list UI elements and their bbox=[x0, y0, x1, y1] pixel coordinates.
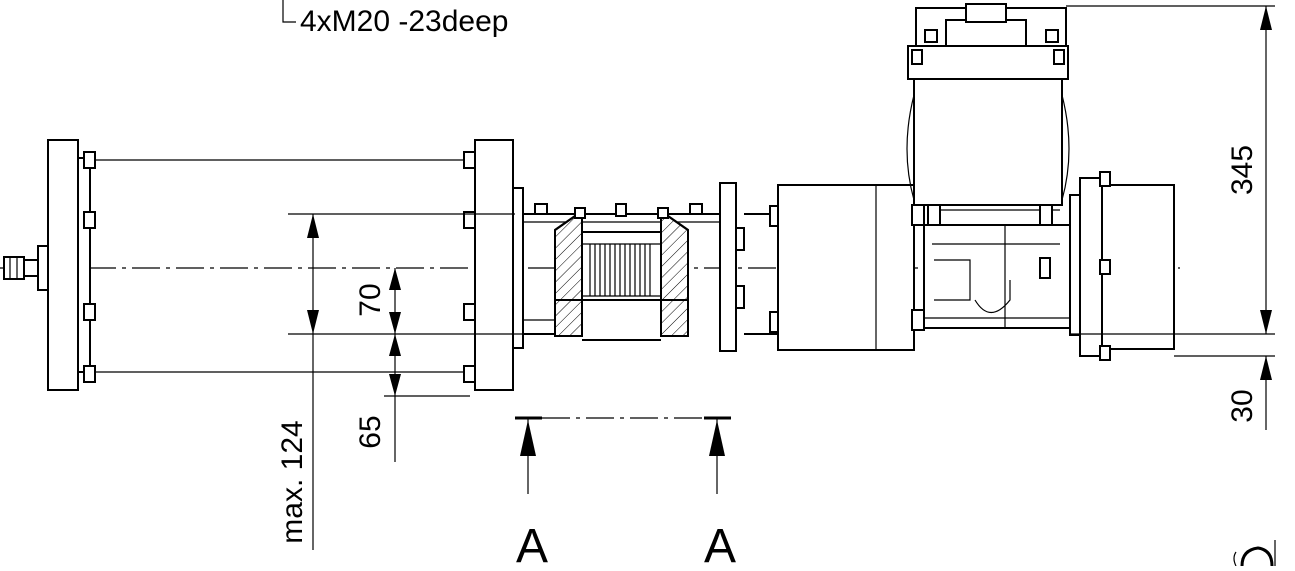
tie-rods bbox=[95, 159, 466, 373]
actuator-motor bbox=[906, 3, 1070, 226]
gearbox-housing bbox=[777, 184, 925, 351]
dim-extensions-left bbox=[288, 213, 580, 397]
dimension-70: 70 bbox=[354, 268, 401, 334]
dim-70-label: 70 bbox=[354, 283, 387, 316]
thread-callout: 4xM20 -23deep bbox=[282, 0, 508, 38]
bellows-coupling bbox=[554, 203, 689, 341]
dim-30-label: 30 bbox=[1226, 389, 1259, 422]
section-label-left: A bbox=[516, 520, 548, 566]
left-end-flange bbox=[47, 139, 96, 391]
dim-max-124-label: max. 124 bbox=[276, 420, 309, 543]
dimension-345: 345 bbox=[1226, 6, 1272, 334]
right-end-cap bbox=[1069, 171, 1175, 361]
dim-extensions-right bbox=[1066, 5, 1275, 357]
dim-65-label: 65 bbox=[354, 415, 387, 448]
partial-symbol bbox=[1233, 540, 1276, 567]
gearbox-lower bbox=[923, 224, 1071, 329]
middle-flange bbox=[463, 139, 524, 391]
thread-note-label: 4xM20 -23deep bbox=[300, 5, 508, 38]
section-label-right: A bbox=[704, 520, 736, 566]
valve-fitting bbox=[3, 245, 49, 291]
bellows-convolutions bbox=[589, 244, 651, 296]
section-line-a-a: A A bbox=[515, 416, 736, 571]
dimension-65: 65 bbox=[354, 334, 401, 462]
dim-345-label: 345 bbox=[1226, 145, 1259, 195]
dimension-30: 30 bbox=[1226, 356, 1272, 430]
drive-flange bbox=[719, 182, 781, 352]
dimension-max-124: max. 124 bbox=[276, 214, 319, 550]
